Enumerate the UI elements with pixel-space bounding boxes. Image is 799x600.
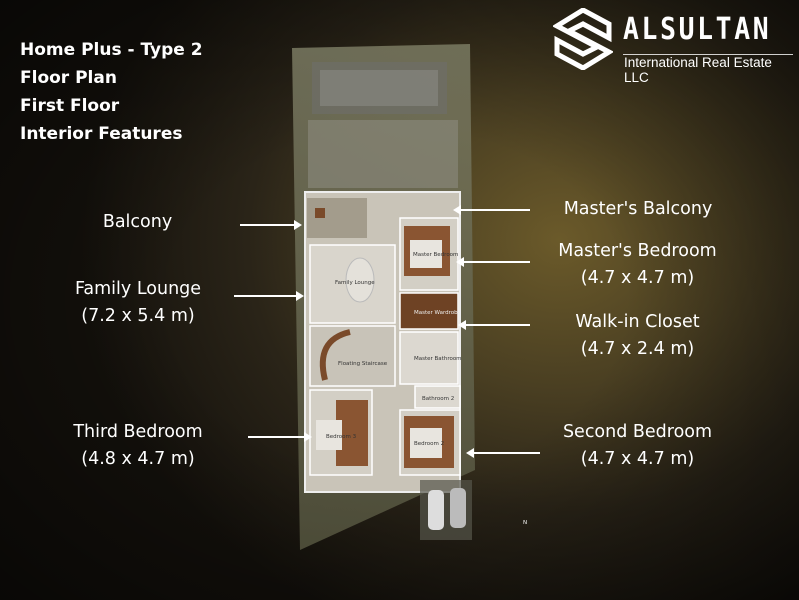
label-balcony-text: Balcony bbox=[102, 212, 173, 232]
label-balcony: Balcony bbox=[90, 209, 185, 236]
logo-subtitle: International Real Estate LLC bbox=[624, 55, 772, 85]
label-second-bedroom-size: (4.7 x 4.7 m) bbox=[580, 449, 695, 469]
arrow-walk-in-closet bbox=[458, 320, 530, 330]
bathroom-2-room bbox=[414, 385, 461, 409]
label-second-bedroom-text: Second Bedroom bbox=[562, 422, 713, 442]
arrow-family-lounge bbox=[234, 291, 304, 301]
label-third-bedroom: Third Bedroom (4.8 x 4.7 m) bbox=[58, 419, 218, 473]
label-third-bedroom-text: Third Bedroom bbox=[73, 422, 203, 442]
alsultan-s-logo-icon bbox=[553, 8, 613, 70]
label-third-bedroom-size: (4.8 x 4.7 m) bbox=[81, 449, 195, 469]
title-line-3: First Floor bbox=[20, 96, 120, 116]
car-icon bbox=[428, 490, 444, 530]
label-family-lounge-size: (7.2 x 5.4 m) bbox=[81, 306, 195, 326]
logo-divider bbox=[623, 54, 793, 55]
label-family-lounge: Family Lounge (7.2 x 5.4 m) bbox=[58, 276, 218, 330]
arrow-masters-balcony bbox=[453, 205, 530, 215]
plan-label-master-wardrobe: Master Wardrobe bbox=[414, 310, 462, 316]
car-icon bbox=[450, 488, 466, 528]
master-bed bbox=[410, 240, 442, 268]
plan-label-floating-staircase: Floating Staircase bbox=[338, 361, 388, 367]
label-walk-in-closet-text: Walk-in Closet bbox=[575, 312, 700, 332]
label-walk-in-closet-size: (4.7 x 2.4 m) bbox=[580, 339, 695, 359]
bedroom-3-bed bbox=[316, 420, 342, 450]
arrow-third-bedroom bbox=[248, 432, 312, 442]
label-masters-bedroom-text: Master's Bedroom bbox=[558, 241, 717, 261]
logo-name: ALSULTAN bbox=[623, 12, 772, 47]
master-wardrobe-room bbox=[399, 292, 459, 330]
master-bathroom-room bbox=[399, 331, 459, 385]
label-masters-bedroom-size: (4.7 x 4.7 m) bbox=[580, 268, 695, 288]
plan-label-bedroom-2: Bedroom 2 bbox=[414, 441, 444, 447]
plan-label-master-bedroom: Master Bedroom bbox=[413, 252, 458, 258]
north-label: N bbox=[523, 520, 527, 526]
plan-label-family-lounge: Family Lounge bbox=[335, 280, 375, 286]
label-masters-bedroom: Master's Bedroom (4.7 x 4.7 m) bbox=[540, 238, 735, 292]
floor-plan-image: Family Lounge Floating Staircase Master … bbox=[292, 44, 527, 550]
pool bbox=[320, 70, 438, 106]
title-line-2: Floor Plan bbox=[20, 68, 117, 88]
plan-label-master-bathroom: Master Bathroom bbox=[414, 356, 462, 362]
title-line-1: Home Plus - Type 2 bbox=[20, 40, 203, 60]
arrow-second-bedroom bbox=[466, 448, 540, 458]
arrow-masters-bedroom bbox=[456, 257, 530, 267]
title-block: Home Plus - Type 2 Floor Plan First Floo… bbox=[20, 36, 203, 148]
label-masters-balcony: Master's Balcony bbox=[548, 196, 728, 223]
label-walk-in-closet: Walk-in Closet (4.7 x 2.4 m) bbox=[555, 309, 720, 363]
company-logo: ALSULTAN International Real Estate LLC bbox=[553, 8, 793, 85]
lounge-sofa bbox=[345, 257, 375, 303]
staircase-steps bbox=[319, 329, 351, 381]
title-line-4: Interior Features bbox=[20, 124, 183, 144]
balcony-chair bbox=[315, 208, 325, 218]
arrow-balcony bbox=[240, 220, 302, 230]
terrace bbox=[308, 120, 458, 188]
plan-label-bathroom-2: Bathroom 2 bbox=[422, 396, 454, 402]
label-family-lounge-text: Family Lounge bbox=[74, 279, 202, 299]
label-second-bedroom: Second Bedroom (4.7 x 4.7 m) bbox=[545, 419, 730, 473]
bedroom-2-bed bbox=[410, 428, 442, 458]
label-masters-balcony-text: Master's Balcony bbox=[563, 199, 713, 219]
plan-label-bedroom-3: Bedroom 3 bbox=[326, 434, 357, 440]
